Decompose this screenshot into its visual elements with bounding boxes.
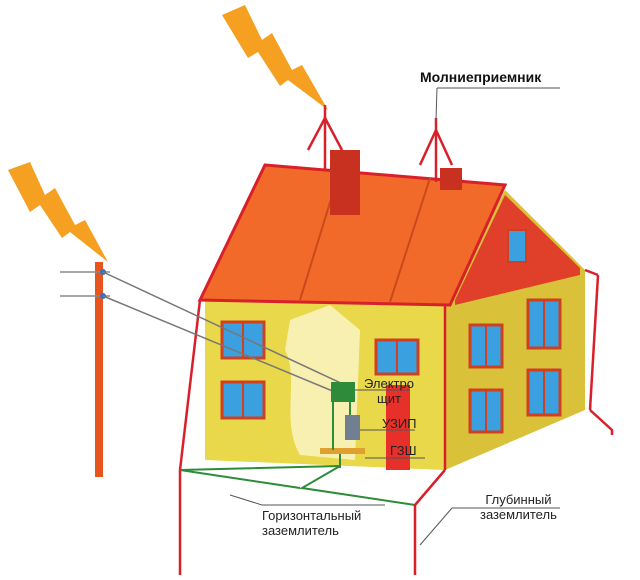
panel-label-line2: щит xyxy=(377,391,401,406)
horizontal-ground-electrode xyxy=(179,465,416,506)
horizontal-electrode-line2: заземлитель xyxy=(262,523,339,538)
panel-label-line1: Электро xyxy=(364,376,414,391)
lightning-bolt-icon xyxy=(8,162,108,262)
air-terminal-label: Молниеприемник xyxy=(420,69,542,85)
electrical-panel xyxy=(331,382,355,402)
spd-label: УЗИП xyxy=(382,416,417,431)
utility-pole xyxy=(95,262,103,477)
horizontal-electrode-line1: Горизонтальный xyxy=(262,508,362,523)
roof xyxy=(197,163,508,307)
deep-ground-electrode xyxy=(178,409,614,575)
air-terminal-antenna xyxy=(178,105,600,471)
horizontal-electrode-label: Горизонтальный заземлитель xyxy=(262,508,361,538)
deep-electrode-label: Глубинный заземлитель xyxy=(480,492,557,522)
ground-bus-label: ГЗШ xyxy=(390,443,417,458)
chimney xyxy=(330,150,360,215)
deep-electrode-line2: заземлитель xyxy=(480,507,557,522)
lightning-bolt-icon xyxy=(222,5,328,110)
deep-electrode-line1: Глубинный xyxy=(485,492,552,507)
spd-device xyxy=(345,415,360,440)
panel-label: Электро щит xyxy=(364,376,414,406)
ground-bus xyxy=(320,448,365,454)
